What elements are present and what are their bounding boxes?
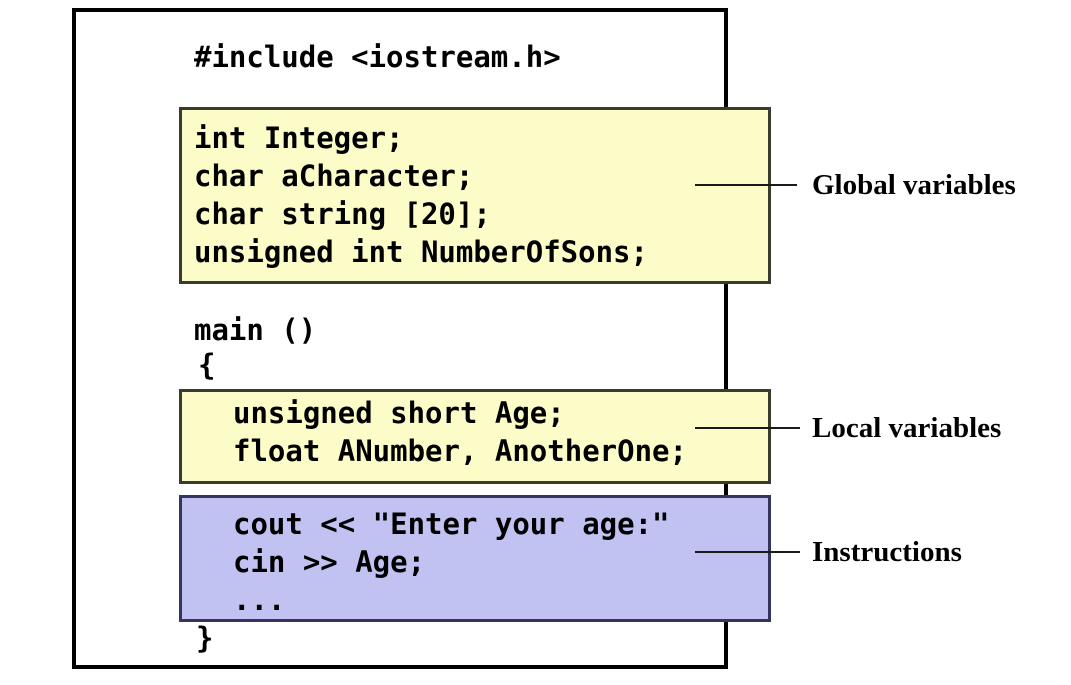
instructions-box: cout << "Enter your age:" cin >> Age; ..… — [179, 495, 771, 622]
program-outer-box: #include <iostream.h> int Integer; char … — [72, 8, 771, 669]
code-line: cin >> Age; — [233, 545, 426, 579]
code-line: unsigned short Age; — [233, 396, 565, 430]
local-variables-leader-line — [695, 427, 800, 429]
global-variables-leader-line — [695, 184, 797, 186]
local-variables-label: Local variables — [812, 412, 1002, 444]
code-line: cout << "Enter your age:" — [233, 507, 670, 541]
code-line: unsigned int NumberOfSons; — [194, 235, 648, 269]
global-variables-box: int Integer; char aCharacter; char strin… — [179, 107, 771, 284]
code-line: char string [20]; — [194, 197, 491, 231]
close-brace: } — [196, 621, 214, 655]
code-line: ... — [233, 583, 286, 617]
instructions-leader-line — [695, 551, 800, 553]
open-brace: { — [198, 348, 216, 382]
include-directive-line: #include <iostream.h> — [194, 40, 561, 74]
code-line: float ANumber, AnotherOne; — [233, 434, 687, 468]
main-function-line: main () — [194, 313, 317, 347]
global-variables-label: Global variables — [812, 169, 1016, 201]
local-variables-box: unsigned short Age; float ANumber, Anoth… — [179, 389, 771, 484]
code-line: int Integer; — [194, 121, 404, 155]
instructions-label: Instructions — [812, 536, 962, 568]
code-line: char aCharacter; — [194, 159, 474, 193]
